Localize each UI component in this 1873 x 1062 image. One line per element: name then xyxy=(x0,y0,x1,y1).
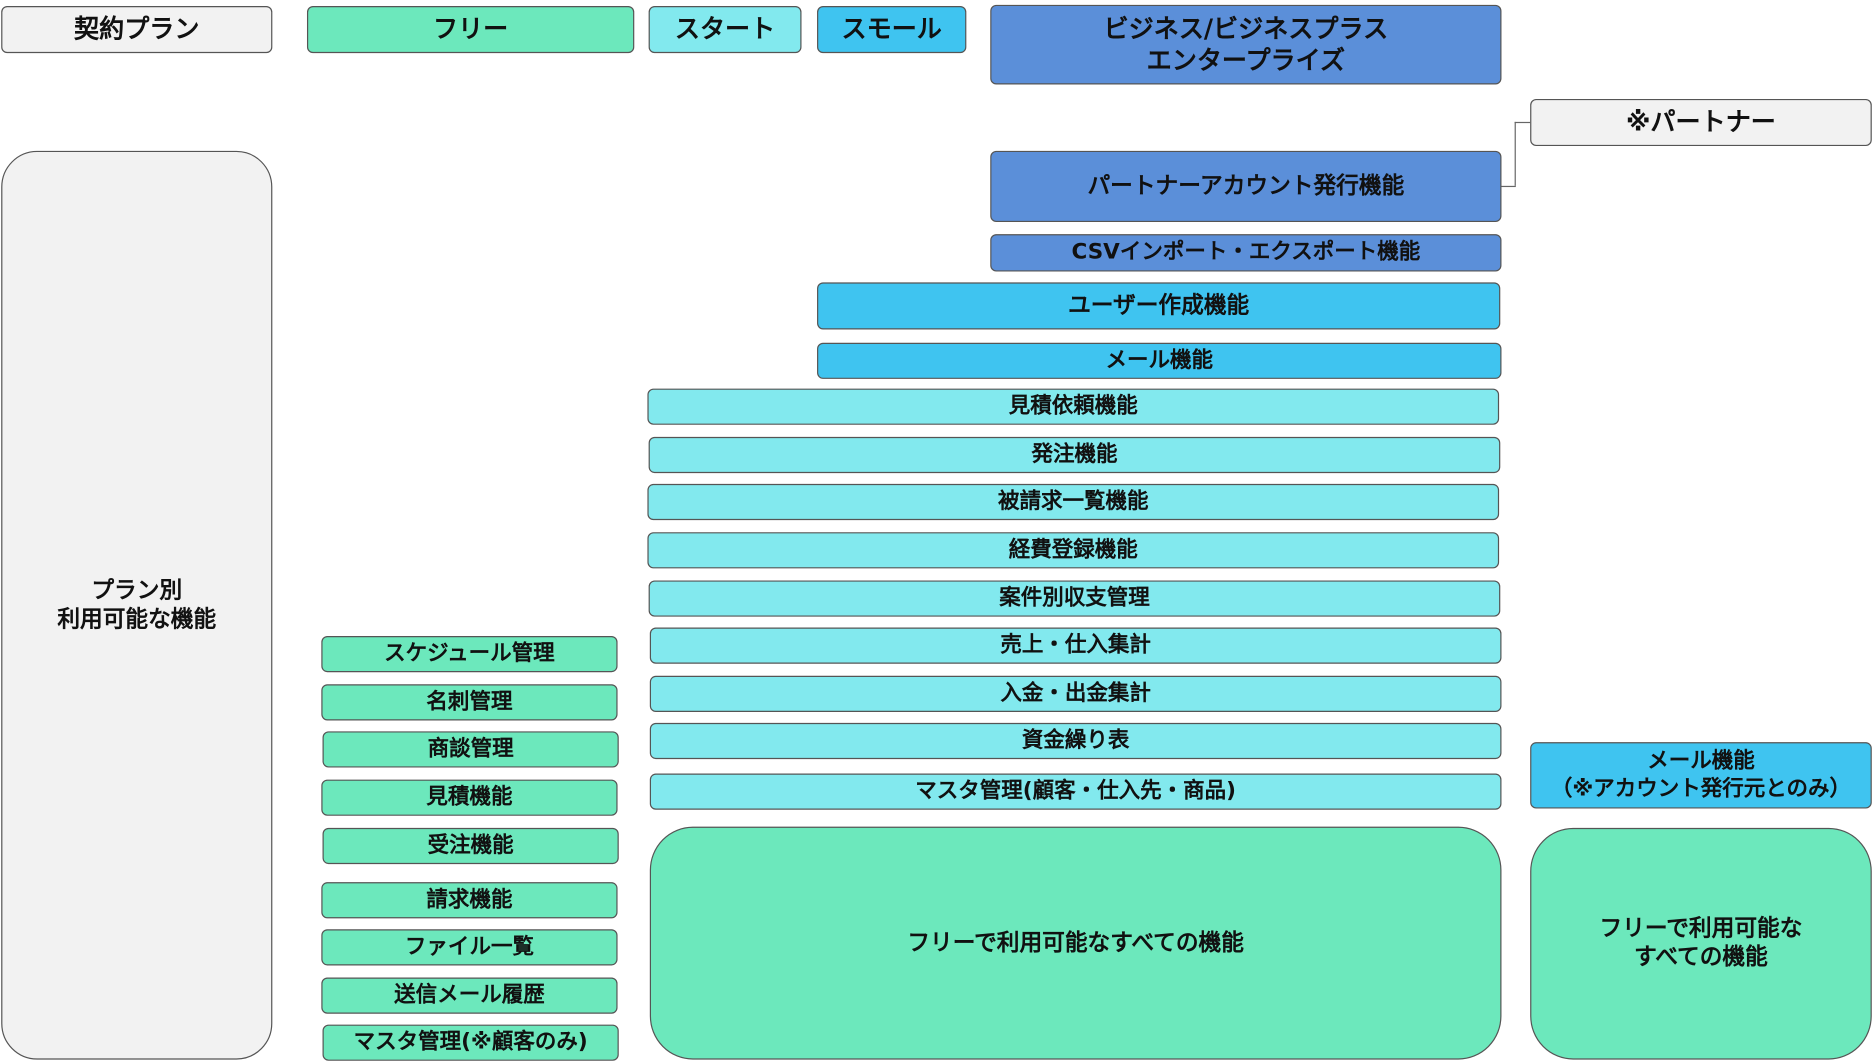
feature-project-balance: 案件別収支管理 xyxy=(648,580,1501,617)
feature-order-received: 受注機能 xyxy=(322,827,619,865)
feature-partner-account: パートナーアカウント発行機能 xyxy=(990,150,1502,223)
plan-header-start: スタート xyxy=(648,6,802,54)
partner-feature-mail: メール機能 （※アカウント発行元とのみ） xyxy=(1530,742,1872,809)
feature-sent-mail-history: 送信メール履歴 xyxy=(321,977,618,1014)
feature-master-management: マスタ管理(顧客・仕入先・商品) xyxy=(649,773,1502,810)
plan-header-free: フリー xyxy=(306,6,635,54)
plan-header-business: ビジネス/ビジネスプラス エンタープライズ xyxy=(990,4,1502,85)
feature-expense-entry: 経費登録機能 xyxy=(647,532,1500,569)
feature-payment-summary: 入金・出金集計 xyxy=(649,675,1502,713)
feature-purchase-order: 発注機能 xyxy=(648,436,1501,474)
feature-cash-flow-table: 資金繰り表 xyxy=(649,722,1502,760)
feature-sales-purchase-summary: 売上・仕入集計 xyxy=(649,627,1502,664)
side-label-features-by-plan: プラン別 利用可能な機能 xyxy=(1,150,273,1060)
partner-connector-vertical xyxy=(1514,121,1516,186)
feature-file-list: ファイル一覧 xyxy=(321,929,618,966)
feature-csv-import-export: CSVインポート・エクスポート機能 xyxy=(990,234,1502,272)
feature-free-all: フリーで利用可能なすべての機能 xyxy=(649,826,1502,1060)
feature-customer-master: マスタ管理(※顧客のみ) xyxy=(322,1024,619,1061)
plan-header-small: スモール xyxy=(817,6,967,54)
partner-feature-free-all: フリーで利用可能な すべての機能 xyxy=(1530,827,1872,1060)
partner-connector-bottom xyxy=(1501,185,1516,188)
feature-mail: メール機能 xyxy=(817,342,1502,379)
feature-schedule: スケジュール管理 xyxy=(321,635,618,673)
feature-billed-list: 被請求一覧機能 xyxy=(647,483,1500,521)
feature-quote: 見積機能 xyxy=(321,779,618,816)
feature-billing: 請求機能 xyxy=(321,882,618,919)
feature-business-card: 名刺管理 xyxy=(321,684,618,721)
feature-user-create: ユーザー作成機能 xyxy=(817,282,1501,330)
feature-negotiation: 商談管理 xyxy=(322,731,619,768)
feature-quote-request: 見積依頼機能 xyxy=(647,388,1500,425)
plan-header-label: 契約プラン xyxy=(1,6,273,54)
partner-connector-top xyxy=(1514,121,1531,124)
partner-header: ※パートナー xyxy=(1530,98,1872,147)
